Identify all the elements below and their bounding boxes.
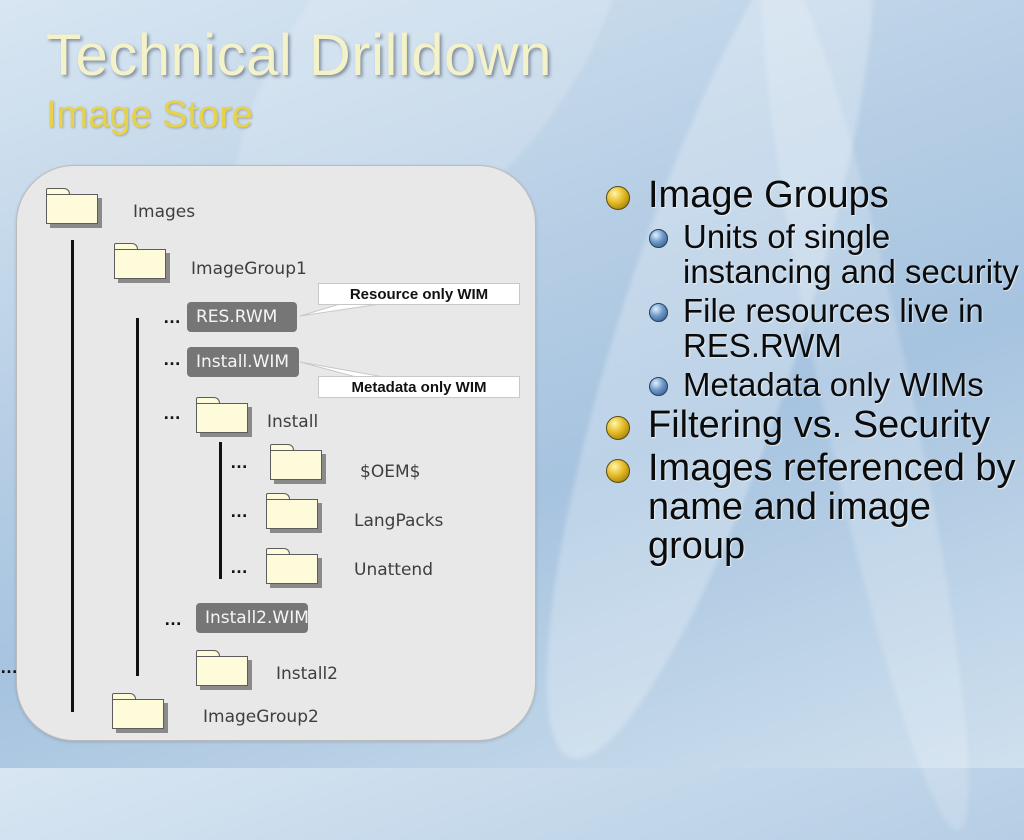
gold-orb-bullet-icon [606, 459, 630, 483]
ellipsis-marker: … [230, 452, 248, 472]
bullet-text: Units of single instancing and security [683, 218, 1019, 290]
folder-icon[interactable] [112, 693, 164, 729]
folder-icon[interactable] [114, 243, 166, 279]
bullet-units: Units of single instancing and security [600, 219, 1020, 289]
bullet-text: Filtering vs. Security [648, 404, 991, 446]
folder-label-unattend: Unattend [354, 560, 433, 580]
tree-line-install [219, 442, 222, 579]
folder-icon[interactable] [46, 188, 98, 224]
folder-label-imagegroup2: ImageGroup2 [203, 707, 319, 727]
bullet-text: Metadata only WIMs [683, 366, 984, 403]
bullet-text: Images referenced by name and image grou… [648, 447, 1016, 567]
callout-metadata-only-wim: Metadata only WIM [318, 376, 520, 398]
file-install2-wim[interactable]: Install2.WIM [196, 603, 309, 633]
ellipsis-marker: … [163, 403, 181, 423]
file-install-wim[interactable]: Install.WIM [187, 347, 299, 377]
folder-icon[interactable] [266, 493, 318, 529]
blue-orb-bullet-icon [649, 303, 668, 322]
bullet-filtering: Filtering vs. Security [600, 406, 1020, 445]
ellipsis-marker: … [230, 501, 248, 521]
folder-icon[interactable] [196, 397, 248, 433]
slide-title: Technical Drilldown [46, 23, 552, 88]
bullet-text: File resources live in RES.RWM [683, 292, 984, 364]
ellipsis-marker: … [0, 657, 18, 677]
gold-orb-bullet-icon [606, 416, 630, 440]
folder-label-install: Install [267, 412, 319, 432]
ellipsis-marker: … [163, 307, 181, 327]
blue-orb-bullet-icon [649, 377, 668, 396]
bullet-list: Image Groups Units of single instancing … [600, 176, 1020, 566]
callout-resource-only-wim: Resource only WIM [318, 283, 520, 305]
bullet-text: Image Groups [648, 174, 889, 216]
ellipsis-marker: … [230, 557, 248, 577]
folder-icon[interactable] [196, 650, 248, 686]
file-res-rwm[interactable]: RES.RWM [187, 302, 297, 332]
gold-orb-bullet-icon [606, 186, 630, 210]
ellipsis-marker: … [164, 609, 182, 629]
bullet-images-referenced: Images referenced by name and image grou… [600, 449, 1020, 566]
bullet-file-resources: File resources live in RES.RWM [600, 293, 1020, 363]
tree-line-images [71, 240, 74, 712]
bullet-image-groups: Image Groups [600, 176, 1020, 215]
slide-subtitle: Image Store [46, 94, 253, 136]
ellipsis-marker: … [163, 349, 181, 369]
blue-orb-bullet-icon [649, 229, 668, 248]
folder-label-images: Images [133, 202, 196, 222]
folder-label-install2: Install2 [276, 664, 338, 684]
bullet-metadata-only: Metadata only WIMs [600, 367, 1020, 402]
folder-label-imagegroup1: ImageGroup1 [191, 259, 307, 279]
folder-label-langpacks: LangPacks [354, 511, 444, 531]
folder-icon[interactable] [266, 548, 318, 584]
folder-icon[interactable] [270, 444, 322, 480]
tree-line-imagegroup1 [136, 318, 139, 676]
folder-label-oem: $OEM$ [360, 462, 421, 482]
